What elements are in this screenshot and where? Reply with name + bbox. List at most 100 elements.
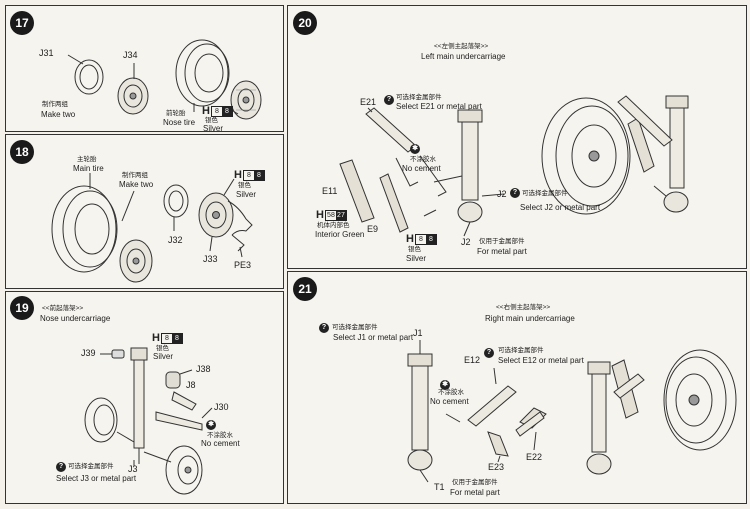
part-j8-label: J8	[186, 380, 196, 390]
part-j39-label: J39	[81, 348, 96, 358]
part-e21-label: E21	[360, 97, 377, 107]
select-j2-en: Select J2 or metal part	[520, 203, 601, 212]
metal-only-cn: 仅用于金属部件	[479, 238, 525, 245]
nose-tire-cn: 前轮胎	[166, 110, 186, 117]
part-e23-label: E23	[488, 462, 505, 472]
silver-en: Silver	[203, 124, 224, 132]
step-number: 18	[10, 140, 34, 164]
part-j3-label: J3	[128, 464, 138, 474]
metal-only-en: For metal part	[477, 247, 527, 256]
no-glue-icon: ✱	[206, 420, 216, 430]
paint-h: H	[316, 209, 324, 221]
step-20-panel: 20 <<左侧主起落架>> Left main undercarriage	[287, 5, 747, 269]
silver-cn: 银色	[205, 117, 218, 124]
no-cement-en: No cement	[201, 439, 240, 448]
select-j1-en: Select J1 or metal part	[333, 333, 414, 342]
silver-cn: 银色	[408, 246, 421, 253]
paint-code: 8	[247, 171, 251, 179]
main-tire-cn: 主轮胎	[77, 156, 97, 163]
paint-mark: 8	[171, 333, 182, 343]
no-glue-icon: ✱	[410, 144, 420, 154]
nose-tire-en: Nose tire	[163, 118, 196, 127]
part-e22-label: E22	[526, 452, 543, 462]
metal-only-cn: 仅用于金属部件	[452, 479, 498, 486]
interior-green-en: Interior Green	[315, 230, 365, 239]
title-cn: <<右侧主起落架>>	[496, 304, 551, 311]
title-en: Right main undercarriage	[485, 314, 575, 323]
title-cn: <<左侧主起落架>>	[434, 43, 489, 50]
question-mark-icon: ?	[319, 323, 329, 333]
make-two-en: Make two	[41, 110, 76, 119]
select-e12-cn: 可选择金属部件	[498, 347, 544, 354]
select-e21-en: Select E21 or metal part	[396, 102, 482, 111]
paint-h: H	[234, 169, 242, 181]
silver-en: Silver	[153, 352, 174, 361]
no-cement-cn: 不涂胶水	[410, 156, 436, 163]
step-21-panel: 21 <<右侧主起落架>> Right main undercarriage	[287, 271, 747, 504]
step-number: 20	[293, 11, 317, 35]
paint-code: 8	[419, 235, 423, 243]
select-cn: 可选择金属部件	[68, 463, 114, 470]
part-j33-label: J33	[203, 254, 218, 264]
step-number: 21	[293, 277, 317, 301]
step-21-drawing	[407, 340, 737, 483]
interior-green-cn: 机体内部色	[317, 222, 350, 229]
silver-en: Silver	[406, 254, 427, 263]
silver-cn: 银色	[238, 182, 251, 189]
step-18-panel: 18	[5, 134, 284, 289]
paint-h: H	[202, 105, 210, 117]
part-e12-label: E12	[464, 355, 481, 365]
title-cn: <<前起落架>>	[42, 305, 84, 312]
part-j32-label: J32	[168, 235, 183, 245]
part-pe3-label: PE3	[234, 260, 252, 270]
part-j2b-label: J2	[461, 237, 471, 247]
paint-h: H	[152, 332, 160, 344]
make-two-cn: 制作两组	[42, 101, 68, 108]
step-18-drawing	[51, 173, 253, 283]
question-mark-icon: ?	[484, 348, 494, 358]
paint-code: 58	[327, 211, 335, 219]
select-e21-cn: 可选择金属部件	[396, 94, 442, 101]
select-en: Select J3 or metal part	[56, 474, 137, 483]
no-cement-cn: 不涂胶水	[207, 432, 233, 439]
no-cement-en: No cement	[402, 164, 441, 173]
title-en: Nose undercarriage	[40, 314, 111, 323]
part-e11-label: E11	[322, 186, 338, 196]
question-mark-icon: ?	[510, 188, 520, 198]
part-j30-label: J30	[214, 402, 229, 412]
metal-only-en: For metal part	[450, 488, 500, 497]
part-j2-label: J2	[497, 189, 507, 199]
make-two-en: Make two	[119, 180, 154, 189]
select-e12-en: Select E12 or metal part	[498, 356, 584, 365]
step-20-drawing	[339, 95, 689, 237]
step-19-drawing	[84, 347, 213, 495]
part-j31-label: J31	[39, 48, 54, 58]
step-17-drawing	[67, 39, 262, 120]
question-mark-icon: ?	[56, 462, 66, 472]
no-glue-icon: ✱	[440, 380, 450, 390]
paint-code: 8	[165, 334, 169, 342]
select-j1-cn: 可选择金属部件	[332, 324, 378, 331]
part-e9-label: E9	[367, 224, 379, 234]
paint-mark: 8	[425, 234, 436, 244]
paint-mark: 8	[221, 106, 232, 116]
part-j1-label: J1	[413, 328, 423, 338]
step-number: 19	[10, 296, 34, 320]
step-17-panel: 17	[5, 5, 284, 132]
paint-mark: 8	[253, 170, 264, 180]
main-tire-en: Main tire	[73, 164, 104, 173]
part-j34-label: J34	[123, 50, 138, 60]
part-t1-label: T1	[434, 482, 445, 492]
make-two-cn: 制作两组	[122, 172, 148, 179]
step-number: 17	[10, 11, 34, 35]
title-en: Left main undercarriage	[421, 52, 506, 61]
part-j38-label: J38	[196, 364, 211, 374]
no-cement-en: No cement	[430, 397, 469, 406]
silver-en: Silver	[236, 190, 257, 199]
